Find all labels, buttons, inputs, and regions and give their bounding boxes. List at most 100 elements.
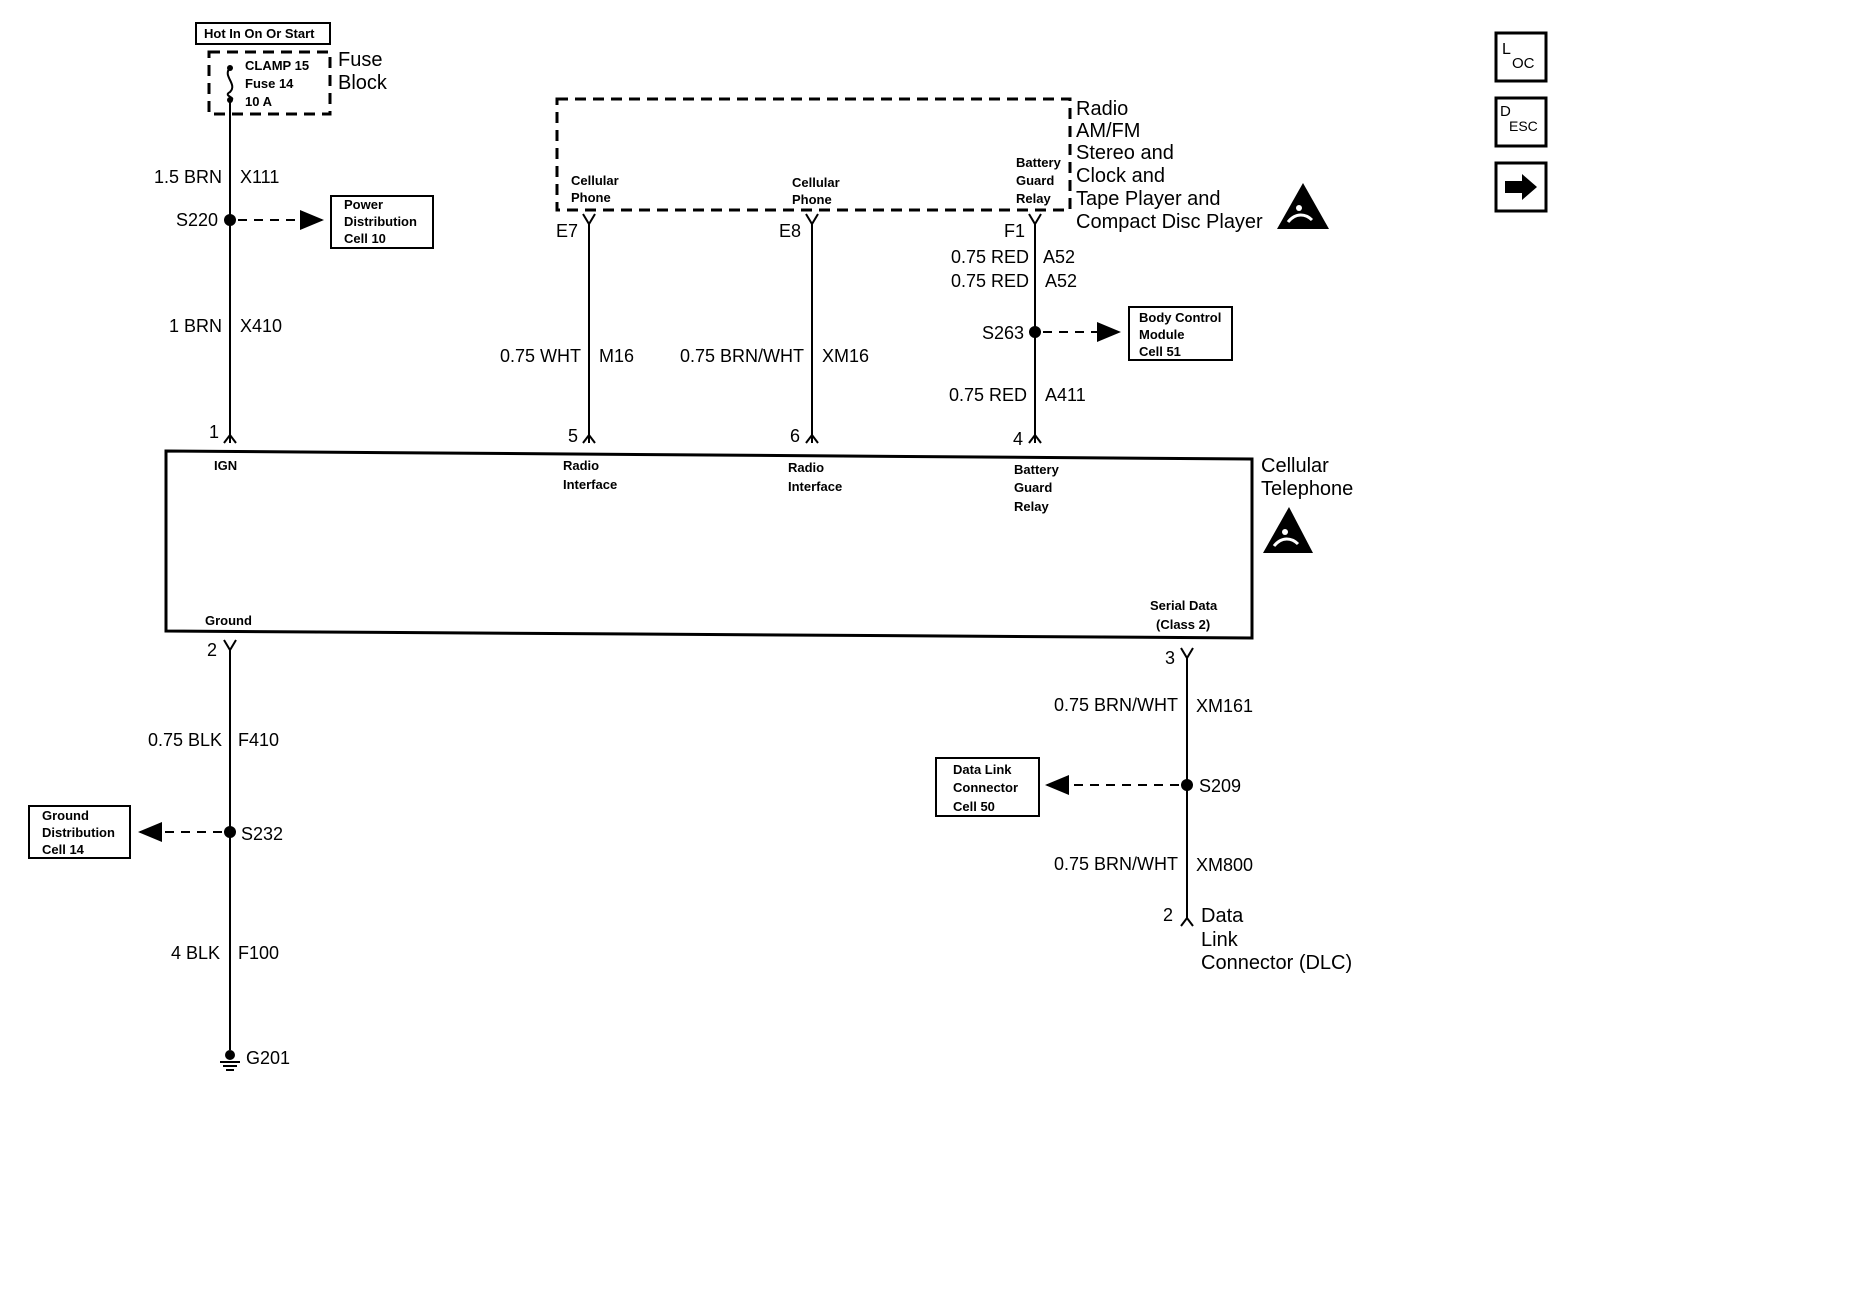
radio-title-1: Radio — [1076, 98, 1128, 120]
ref-bcm-3: Cell 51 — [1139, 344, 1181, 359]
splice-s263-dot — [1029, 326, 1041, 338]
ref-dlc-3: Cell 50 — [953, 799, 995, 814]
radio-pin-e8-id: E8 — [779, 221, 801, 241]
wire-xm800-circuit: XM800 — [1196, 855, 1253, 875]
wire-xm161-size: 0.75 BRN/WHT — [1054, 695, 1178, 715]
ref-box-ground-dist[interactable] — [28, 805, 131, 859]
phone-pin-2-label: Ground — [205, 613, 252, 628]
ref-power-dist-3: Cell 10 — [344, 231, 386, 246]
connector-pin-6 — [805, 433, 819, 444]
next-button[interactable] — [1494, 161, 1548, 213]
radio-title-6: Compact Disc Player — [1076, 211, 1263, 233]
splice-s220: S220 — [176, 210, 218, 230]
wire-a411-size: 0.75 RED — [949, 385, 1027, 405]
ref-box-power-dist[interactable] — [330, 195, 434, 249]
radio-pin-f1-id: F1 — [1004, 221, 1025, 241]
radio-pin-f1-label-2: Guard — [1016, 173, 1054, 188]
ground-g201: G201 — [246, 1048, 290, 1068]
ref-dlc-2: Connector — [953, 780, 1018, 795]
radio-title-4: Clock and — [1076, 165, 1165, 187]
desc-button-sub: ESC — [1509, 118, 1538, 134]
dlc-label-2: Link — [1201, 929, 1239, 951]
wire-m16-circuit: M16 — [599, 346, 634, 366]
wire-x410-size: 1 BRN — [169, 316, 222, 336]
phone-pin-5-label-2: Interface — [563, 477, 617, 492]
phone-title-2: Telephone — [1261, 478, 1353, 500]
esd-warning-icon — [1277, 183, 1329, 229]
phone-pin-6-label-1: Radio — [788, 460, 824, 475]
radio-title-5: Tape Player and — [1076, 188, 1221, 210]
ref-dlc-1: Data Link — [953, 762, 1012, 777]
wire-x111-size: 1.5 BRN — [154, 167, 222, 187]
phone-pin-6-label-2: Interface — [788, 479, 842, 494]
wire-xm800-size: 0.75 BRN/WHT — [1054, 854, 1178, 874]
phone-pin-4-label-3: Relay — [1014, 499, 1049, 514]
radio-pin-e7-id: E7 — [556, 221, 578, 241]
dlc-label-1: Data — [1201, 905, 1244, 927]
dlc-pin-num: 2 — [1163, 905, 1173, 925]
wire-xm161-circuit: XM161 — [1196, 696, 1253, 716]
wire-xm16-size: 0.75 BRN/WHT — [680, 346, 804, 366]
cellular-telephone-module — [164, 449, 1254, 640]
loc-button-sub: OC — [1512, 55, 1535, 72]
radio-pin-e8-label-2: Phone — [792, 192, 832, 207]
wire-f410-size: 0.75 BLK — [148, 730, 222, 750]
radio-pin-f1-label-1: Battery — [1016, 155, 1062, 170]
wiring-diagram: Hot In On Or Start CLAMP 15 Fuse 14 10 A… — [28, 22, 1548, 1071]
radio-pin-f1-label-3: Relay — [1016, 191, 1051, 206]
connector-e7 — [582, 213, 596, 226]
phone-pin-3-label-2: (Class 2) — [1156, 617, 1210, 632]
ref-ground-dist-3: Cell 14 — [42, 842, 85, 857]
connector-pin-1 — [223, 433, 237, 444]
fuse-block-label-1: Fuse — [338, 49, 382, 71]
fuse-symbol — [226, 65, 234, 103]
splice-s220-dot — [224, 214, 236, 226]
splice-s209-dot — [1181, 779, 1193, 791]
power-header: Hot In On Or Start — [204, 26, 315, 41]
radio-pin-e8-label-1: Cellular — [792, 175, 840, 190]
phone-pin-3-num: 3 — [1165, 648, 1175, 668]
power-header-box — [195, 22, 331, 45]
wire-f100-circuit: F100 — [238, 943, 279, 963]
ref-power-dist-1: Power — [344, 197, 383, 212]
fuse-clamp-label: CLAMP 15 — [245, 58, 309, 73]
wire-f410-circuit: F410 — [238, 730, 279, 750]
splice-s209: S209 — [1199, 776, 1241, 796]
esd-warning-icon — [1263, 507, 1313, 553]
wire-xm16-circuit: XM16 — [822, 346, 869, 366]
wire-f100-size: 4 BLK — [171, 943, 220, 963]
radio-module-outline — [555, 97, 1072, 212]
phone-pin-3-label-1: Serial Data — [1150, 598, 1218, 613]
fuse-block-label-2: Block — [338, 72, 388, 94]
wire-a411-circuit: A411 — [1045, 385, 1086, 405]
phone-title-1: Cellular — [1261, 455, 1329, 477]
wire-x410-circuit: X410 — [240, 316, 282, 336]
phone-pin-4-label-2: Guard — [1014, 480, 1052, 495]
ref-bcm-2: Module — [1139, 327, 1185, 342]
phone-pin-2-num: 2 — [207, 640, 217, 660]
dlc-label-3: Connector (DLC) — [1201, 952, 1352, 974]
splice-s263: S263 — [982, 323, 1024, 343]
ref-bcm-1: Body Control — [1139, 310, 1221, 325]
ref-ground-dist-1: Ground — [42, 808, 89, 823]
wire-a52b-circuit: A52 — [1045, 271, 1077, 291]
connector-pin-5 — [582, 433, 596, 444]
loc-button[interactable]: L OC — [1494, 31, 1548, 83]
wire-x111-circuit: X111 — [240, 167, 279, 187]
ref-box-dlc[interactable] — [935, 757, 1040, 817]
connector-pin-2 — [223, 639, 237, 652]
ref-power-dist-2: Distribution — [344, 214, 417, 229]
connector-f1 — [1028, 213, 1042, 226]
splice-s232: S232 — [241, 824, 283, 844]
wire-a52a-size: 0.75 RED — [951, 247, 1029, 267]
phone-pin-6-num: 6 — [790, 426, 800, 446]
connector-e8 — [805, 213, 819, 226]
ref-box-bcm[interactable] — [1128, 306, 1233, 361]
arrow-right-icon — [1505, 174, 1537, 200]
radio-title-2: AM/FM — [1076, 120, 1140, 142]
radio-pin-e7-label-1: Cellular — [571, 173, 619, 188]
connector-dlc-pin-2 — [1180, 916, 1194, 927]
desc-button[interactable]: D ESC — [1494, 96, 1548, 148]
fuse-rating-label: 10 A — [245, 94, 273, 109]
phone-pin-5-label-1: Radio — [563, 458, 599, 473]
